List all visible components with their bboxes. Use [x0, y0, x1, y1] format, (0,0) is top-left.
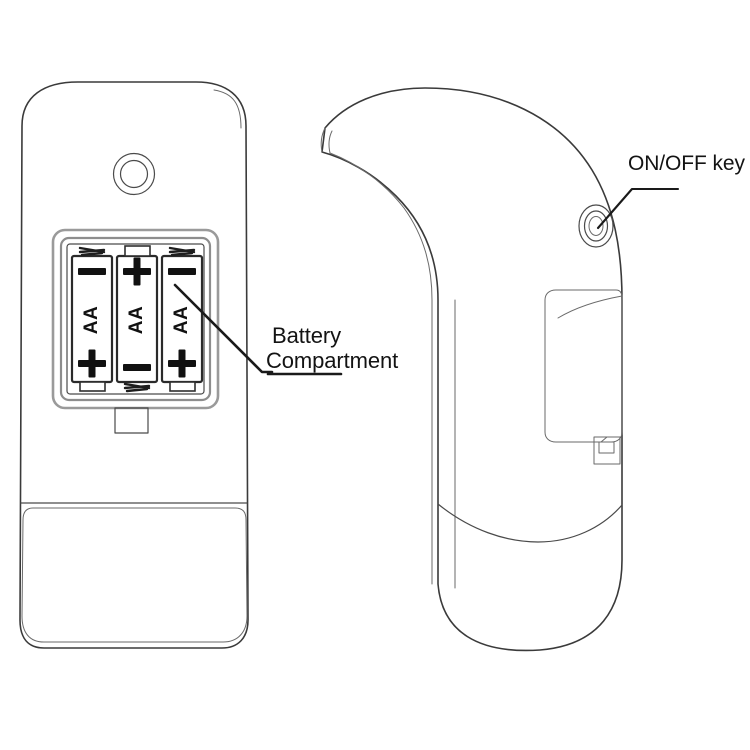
sensor-ring-icon	[112, 152, 156, 196]
plus-icon-cell-1	[78, 349, 106, 378]
spring-contact-bottom-2	[123, 382, 151, 393]
flat-contact-bottom-1	[79, 381, 106, 392]
battery-compartment-callout: Battery Compartment	[266, 323, 398, 373]
head-barrel-joint	[557, 295, 623, 319]
device-rear-view	[19, 81, 249, 649]
onoff-button[interactable]	[578, 204, 614, 248]
device-side-view	[320, 87, 623, 652]
battery-cell-3	[160, 246, 204, 392]
flat-contact-top-2	[124, 245, 151, 257]
handle-base-seam	[437, 503, 623, 543]
onoff-key-leader	[596, 187, 680, 230]
probe-tip-edge	[320, 127, 326, 153]
battery-cell-1	[70, 246, 114, 392]
battery-bay-floor	[66, 243, 205, 395]
minus-icon-cell-2	[123, 364, 151, 371]
flat-contact-bottom-3	[169, 381, 196, 392]
battery-cell-2-label: AA	[126, 305, 147, 335]
spring-contact-top-1	[78, 246, 106, 257]
minus-icon-cell-3	[168, 268, 196, 275]
battery-cell-1-label: AA	[81, 305, 102, 335]
onoff-key-callout: ON/OFF key	[628, 152, 745, 175]
battery-compartment-callout-line1: Battery	[272, 323, 341, 348]
plus-icon-cell-2	[123, 257, 151, 286]
rear-body-edge-highlight	[213, 89, 242, 129]
spring-contact-top-3	[168, 246, 196, 257]
probe-tip-edge-inner	[328, 130, 333, 154]
battery-compartment-callout-line2: Compartment	[266, 347, 399, 373]
probe-inner-contour	[329, 152, 433, 585]
plus-icon-cell-3	[168, 349, 196, 378]
battery-compartment-leader	[173, 283, 274, 374]
battery-cell-2	[115, 245, 159, 393]
battery-door-tab	[114, 407, 149, 434]
handle-lower-panel	[21, 507, 248, 643]
battery-cell-3-label: AA	[171, 305, 192, 335]
side-body-outline	[321, 87, 623, 652]
battery-door-panel[interactable]	[544, 289, 623, 443]
callout-leaders	[173, 187, 680, 376]
battery-door-latch[interactable]	[593, 436, 621, 465]
minus-icon-cell-1	[78, 268, 106, 275]
